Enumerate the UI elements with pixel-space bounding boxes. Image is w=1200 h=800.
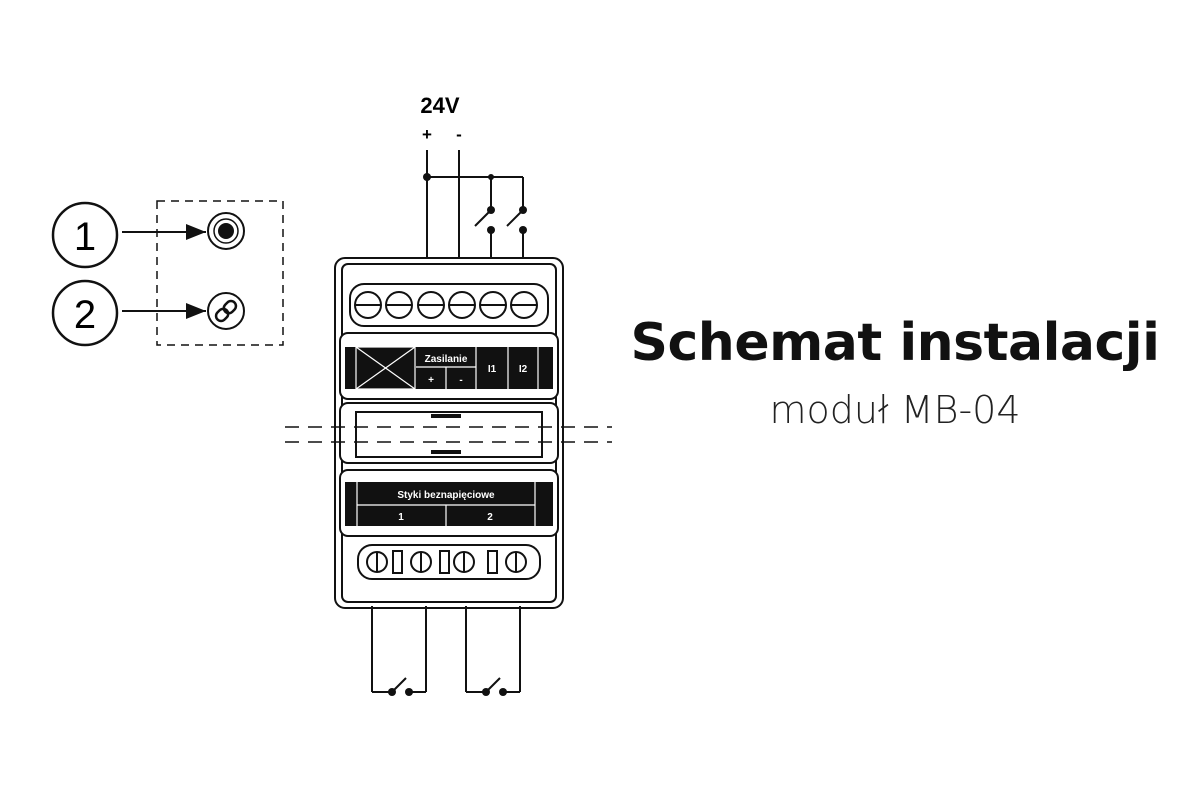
contact2-label: 2: [487, 512, 493, 523]
page-title: Schemat instalacji: [630, 313, 1160, 373]
power-label-band: Zasilanie + - I1 I2: [345, 346, 553, 390]
contacts-label: Styki beznapięciowe: [397, 490, 495, 501]
supply-voltage: 24V: [420, 93, 459, 118]
supply-minus: -: [456, 125, 462, 144]
legend-number: 2: [74, 293, 96, 337]
supply-plus: +: [422, 125, 432, 144]
legend-item-2: 2: [51, 279, 245, 347]
power-minus-label: -: [459, 375, 462, 386]
rail-clip: [431, 450, 461, 454]
wire-junctions: [423, 173, 527, 234]
rail-clip: [431, 414, 461, 418]
link-icon: [207, 292, 245, 330]
legend-item-1: 1: [51, 201, 245, 269]
power-label: Zasilanie: [425, 354, 468, 365]
led-indicator-icon: [207, 212, 245, 250]
legend-number: 1: [74, 215, 96, 259]
top-wiring: [426, 150, 524, 262]
power-plus-label: +: [428, 375, 434, 386]
input2-label: I2: [519, 364, 528, 375]
top-terminals: [354, 291, 538, 319]
switch-contacts: [388, 688, 507, 696]
contacts-label-band: Styki beznapięciowe 1 2: [345, 482, 553, 526]
legend: 1 2: [51, 200, 284, 347]
contact1-label: 1: [398, 512, 404, 523]
bottom-wiring: [371, 606, 521, 693]
page-subtitle: moduł MB-04: [769, 388, 1021, 432]
din-rail: [285, 426, 612, 443]
input1-label: I1: [488, 364, 497, 375]
bottom-terminals: [366, 550, 527, 574]
